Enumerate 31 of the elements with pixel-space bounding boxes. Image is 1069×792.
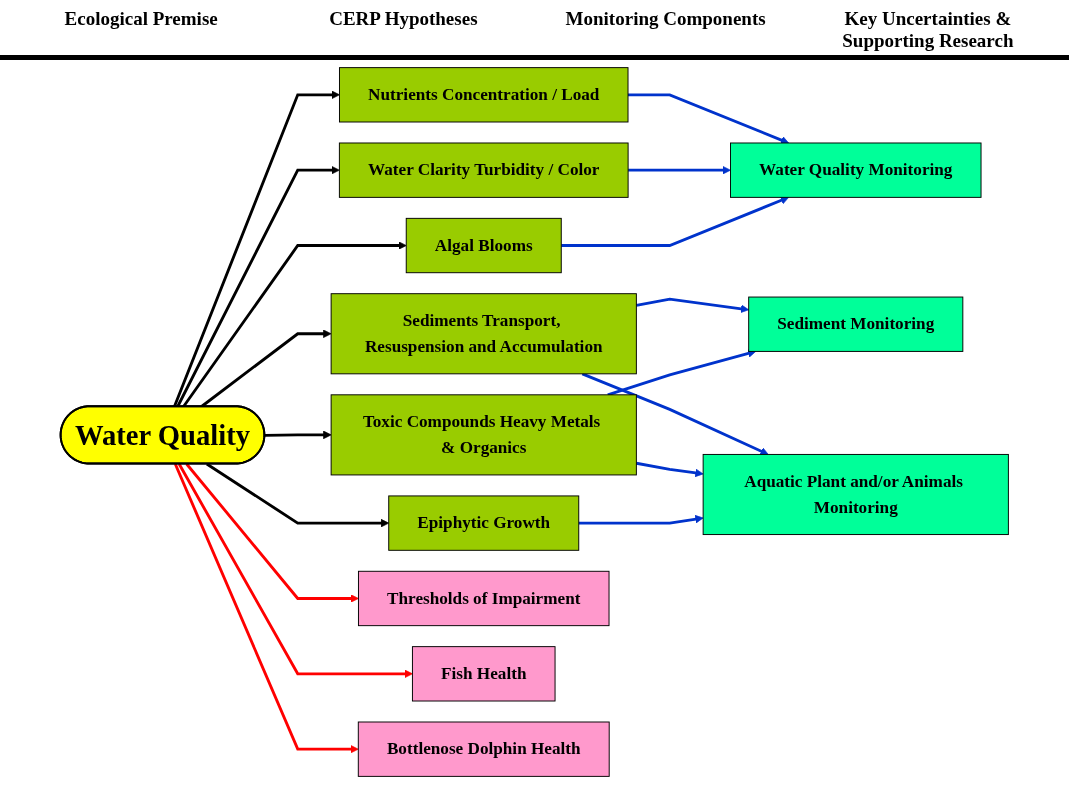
column-heading: Ecological Premise	[63, 8, 219, 31]
node-box: Aquatic Plant and/or Animals Monitoring	[702, 453, 1009, 536]
node-box: Water Clarity Turbidity / Color	[338, 142, 629, 198]
node-box: Water Quality Monitoring	[730, 142, 982, 198]
column-heading: CERP Hypotheses	[328, 8, 479, 31]
node-box: Epiphytic Growth	[388, 495, 580, 551]
arrow	[206, 462, 390, 528]
arrow	[636, 461, 704, 478]
arrow	[561, 196, 790, 247]
arrow	[636, 297, 750, 313]
node-box: Toxic Compounds Heavy Metals & Organics	[330, 394, 637, 476]
arrow	[177, 463, 413, 678]
arrow	[173, 90, 340, 408]
arrow	[581, 372, 769, 456]
arrow	[182, 241, 407, 408]
node-box: Nutrients Concentration / Load	[339, 67, 629, 123]
arrow	[173, 463, 359, 754]
node-box: Fish Health	[411, 646, 556, 702]
arrow	[176, 166, 340, 408]
node-box: Sediment Monitoring	[748, 296, 964, 352]
column-heading: Monitoring Components	[564, 8, 767, 31]
arrow	[264, 430, 332, 440]
node-box: Algal Blooms	[405, 217, 562, 274]
node-box: Bottlenose Dolphin Health	[357, 721, 610, 777]
arrow	[628, 166, 731, 175]
node-box: Thresholds of Impairment	[358, 570, 610, 627]
arrow	[578, 515, 704, 525]
node-box: Sediments Transport, Resuspension and Accumulation	[330, 293, 637, 375]
column-heading: Key Uncertainties & Supporting Research	[841, 8, 1015, 49]
arrow	[200, 329, 332, 408]
arrow	[185, 463, 359, 603]
